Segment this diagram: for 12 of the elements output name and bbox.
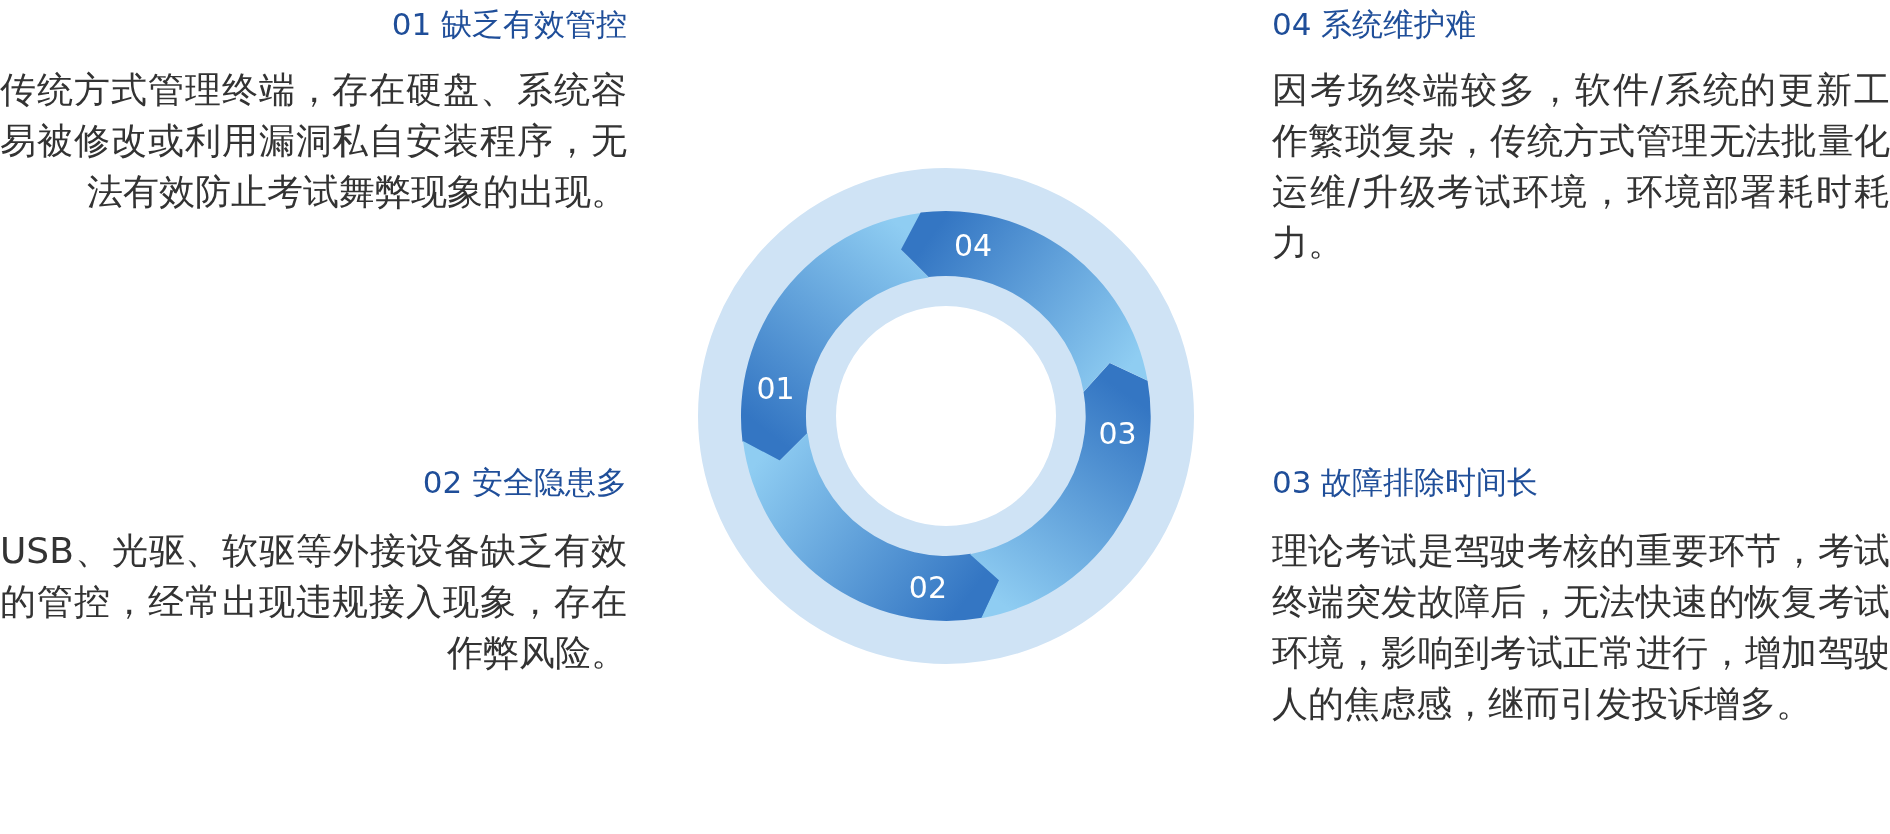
section-heading: 04 系统维护难 [1272, 5, 1477, 44]
description-text: 因考场终端较多，软件/系统的更新工作繁琐复杂，传统方式管理无法批量化运维/升级考试环境，环境部署耗时耗力。 [1272, 68, 1890, 265]
description-text: 理论考试是驾驶考核的重要环节，考试终端突发故障后，无法快速的恢复考试环境，影响到考试正常进行，增加驾驶人的焦虑感，继而引发投诉增多。 [1272, 529, 1890, 726]
segment-number: 01 [756, 372, 795, 406]
section-heading: 01 缺乏有效管控 [391, 5, 627, 44]
segment-number: 02 [908, 570, 948, 605]
description-text: 传统方式管理终端，存在硬盘、系统容易被修改或利用漏洞私自安装程序，无法有效防止考试舞弊现象的出现。 [0, 68, 627, 214]
segment-number: 03 [1098, 417, 1137, 451]
segment-number: 04 [953, 228, 993, 263]
description-text: USB、光驱、软驱等外接设备缺乏有效的管控，经常出现违规接入现象，存在作弊风险。 [0, 529, 627, 675]
section-heading: 03 故障排除时间长 [1272, 463, 1539, 502]
section-heading: 02 安全隐患多 [422, 463, 627, 502]
